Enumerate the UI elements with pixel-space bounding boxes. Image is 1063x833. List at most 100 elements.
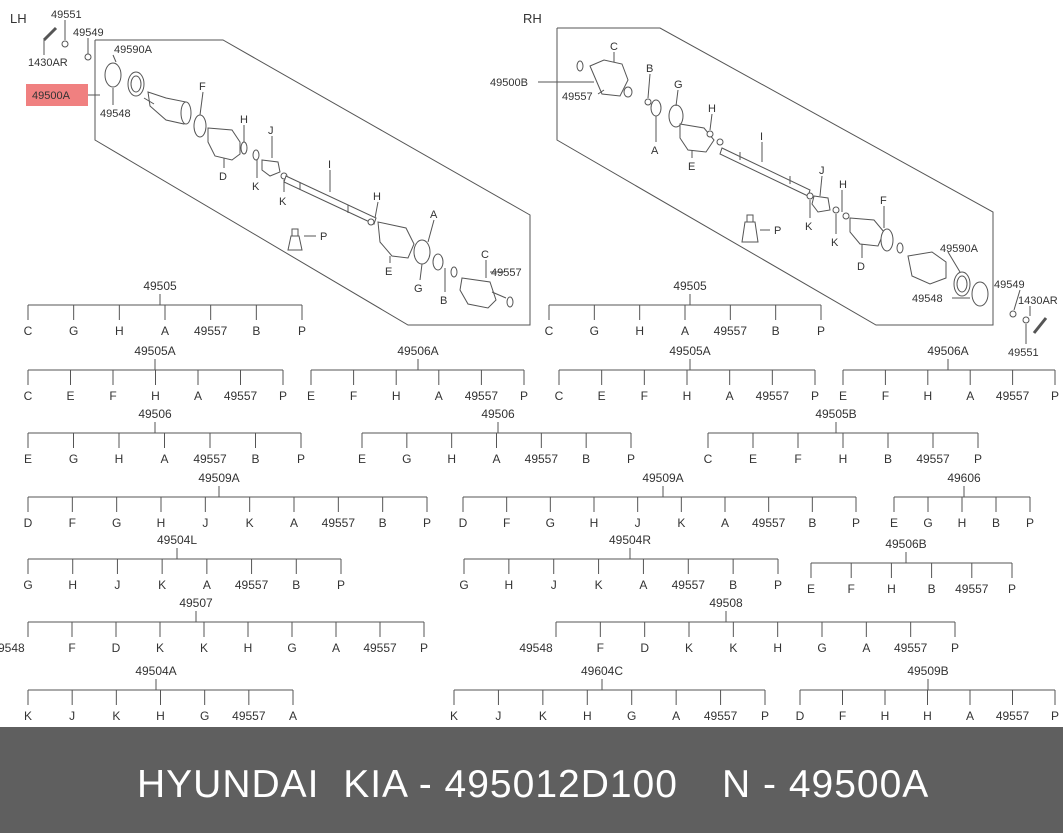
tree-item: D <box>796 709 805 723</box>
tree-title: 49505A <box>134 344 175 358</box>
tree-item: A <box>681 324 689 338</box>
tree-item: F <box>69 516 76 530</box>
tree-item: A <box>672 709 680 723</box>
tree-item: J <box>114 578 120 592</box>
lh-callout-C: C <box>481 249 489 261</box>
tree-item: P <box>423 516 431 530</box>
tree-item: H <box>115 452 124 466</box>
tree-item: P <box>852 516 860 530</box>
tree-item: F <box>350 389 357 403</box>
rh-callout-G: G <box>674 79 683 91</box>
tree-item: F <box>794 452 801 466</box>
footer-part-number: HYUNDAI KIA - 495012D100 <box>137 763 678 806</box>
tree-title: 49604C <box>581 664 623 678</box>
tree-item: P <box>297 452 305 466</box>
tree-item: E <box>807 582 815 596</box>
tree-title: 49506 <box>138 407 172 421</box>
tree-item: G <box>627 709 636 723</box>
tree-item: 49557 <box>704 709 738 723</box>
tree-item: H <box>887 582 896 596</box>
tree-item: 49557 <box>232 709 266 723</box>
tree-item: C <box>545 324 554 338</box>
tree-item: B <box>251 452 259 466</box>
tree-title: 49509B <box>907 664 948 678</box>
tree-item: P <box>420 641 428 655</box>
tree-item: A <box>290 516 298 530</box>
tree-item: H <box>923 389 932 403</box>
lh-callout-J: J <box>268 125 274 137</box>
tree-item: 49557 <box>322 516 356 530</box>
tree-item: F <box>109 389 116 403</box>
tree-item: A <box>726 389 734 403</box>
tree-item: G <box>69 324 78 338</box>
tree-item: B <box>884 452 892 466</box>
tree-item: E <box>598 389 606 403</box>
tree-item: H <box>447 452 456 466</box>
lh-assembly-frame <box>94 39 531 326</box>
tree-item: 49557 <box>996 709 1030 723</box>
tree-item: P <box>1051 709 1059 723</box>
tree-item: P <box>627 452 635 466</box>
tree-item: P <box>337 578 345 592</box>
tree-item: P <box>951 641 959 655</box>
tree-item: A <box>435 389 443 403</box>
tree-item: 49557 <box>194 324 228 338</box>
tree-item: F <box>597 641 604 655</box>
tree-item: B <box>379 516 387 530</box>
tree-item: G <box>287 641 296 655</box>
rh-callout-D: D <box>857 261 865 273</box>
parts-diagram: LH <box>0 9 1059 723</box>
tree-item: B <box>252 324 260 338</box>
tree-item: F <box>68 641 75 655</box>
tree-item: 49557 <box>752 516 786 530</box>
tree-item: G <box>546 516 555 530</box>
lh-callout-49549: 49549 <box>73 27 104 39</box>
tree-item: G <box>23 578 32 592</box>
tree-title: 49505A <box>669 344 710 358</box>
tree-item: A <box>332 641 340 655</box>
tree-item: D <box>24 516 33 530</box>
tree-item: F <box>641 389 648 403</box>
tree-item: K <box>450 709 458 723</box>
tree-item: P <box>817 324 825 338</box>
tree-title: 49506B <box>885 537 926 551</box>
tree-item: H <box>839 452 848 466</box>
tree-item: C <box>24 389 33 403</box>
rh-callout-49549: 49549 <box>994 279 1025 291</box>
lh-callout-49548: 49548 <box>100 108 131 120</box>
tree-item: K <box>539 709 547 723</box>
footer-bar: HYUNDAI KIA - 495012D100 N - 49500A <box>0 727 1063 833</box>
lh-callouts: 49551 1430AR 49549 49590A 49500A 49548 F… <box>28 9 522 307</box>
rh-leader-lines <box>538 52 1031 344</box>
tree-item: E <box>358 452 366 466</box>
tree-title: 49506A <box>397 344 438 358</box>
tree-item: 49557 <box>465 389 499 403</box>
tree-item: P <box>811 389 819 403</box>
tree-item: E <box>890 516 898 530</box>
lh-callout-I: I <box>328 159 331 171</box>
tree-item: H <box>683 389 692 403</box>
tree-item: P <box>279 389 287 403</box>
rh-callout-49548: 49548 <box>912 293 943 305</box>
tree-item: 49557 <box>916 452 950 466</box>
tree-item: A <box>639 578 647 592</box>
tree-item: P <box>520 389 528 403</box>
tree-item: F <box>848 582 855 596</box>
tree-item: P <box>761 709 769 723</box>
tree-item: H <box>115 324 124 338</box>
tree-title: 49509A <box>642 471 683 485</box>
tree-t-49507: 4950749548FDKKHGA49557P <box>0 596 428 655</box>
tree-title: 49506A <box>927 344 968 358</box>
tree-item: H <box>773 641 782 655</box>
tree-item: 49557 <box>894 641 928 655</box>
tree-item: P <box>1051 389 1059 403</box>
tree-item: B <box>992 516 1000 530</box>
tree-item: P <box>298 324 306 338</box>
